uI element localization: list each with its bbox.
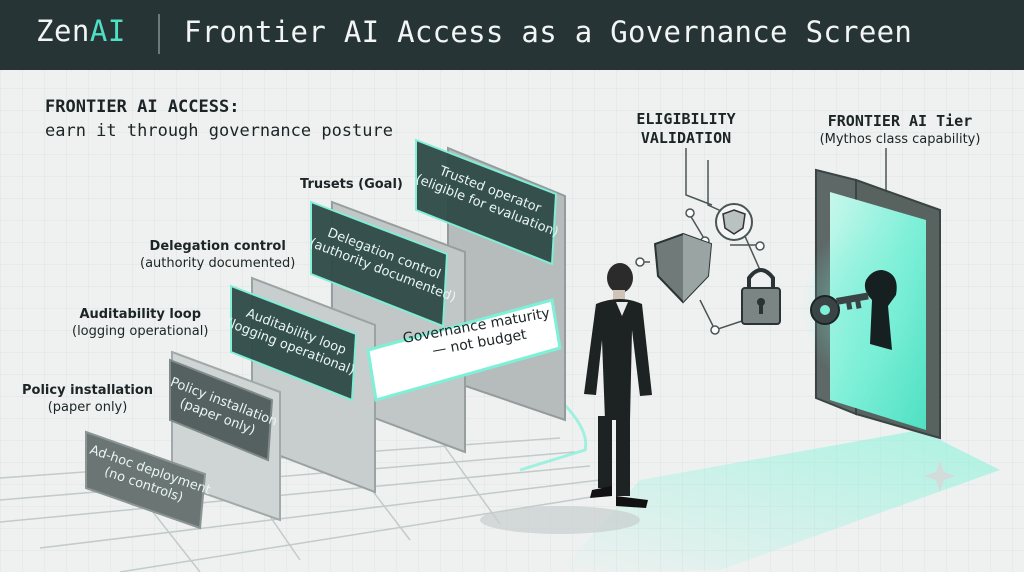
brand-logo: ZenAI: [36, 14, 126, 48]
floor-glow: [560, 430, 1000, 572]
governance-banner: [366, 298, 562, 402]
keyhole-icon: [864, 270, 897, 350]
stage-label-policy: Policy installation (paper only): [22, 383, 154, 415]
frontier-door: [802, 168, 941, 440]
lock-icon: [741, 268, 781, 325]
stage-label-trusets: Trusets (Goal): [300, 177, 403, 192]
frontier-tier-title: FRONTIER AI Tier: [827, 112, 973, 130]
eligibility-connector: [685, 148, 713, 206]
eligibility-validation-label: ELIGIBILITY VALIDATION: [636, 110, 736, 147]
shield-icon: [653, 232, 713, 304]
small-shield-icon: [715, 203, 753, 241]
sparkle-icon: [924, 460, 956, 492]
key-icon: [810, 292, 869, 325]
header-divider: [158, 14, 160, 54]
person-shadow: [480, 506, 640, 534]
stage-label-auditability: Auditability loop (logging operational): [72, 307, 209, 339]
panel-auditability-loop: [230, 284, 358, 402]
intro-heading: FRONTIER AI ACCESS:: [45, 97, 240, 117]
panel-adhoc-deployment: [85, 430, 207, 530]
panel-policy-installation: [169, 358, 274, 462]
person-figure: [584, 263, 652, 508]
stage-label-delegation: Delegation control (authority documented…: [140, 239, 296, 271]
intro-subheading: earn it through governance posture: [45, 121, 393, 141]
header-bar: ZenAI Frontier AI Access as a Governance…: [0, 0, 1024, 70]
panel-trusted-operator: [415, 138, 558, 266]
frontier-tier-subtitle: (Mythos class capability): [819, 132, 981, 147]
page-title: Frontier AI Access as a Governance Scree…: [184, 15, 913, 49]
panel-delegation-control: [310, 200, 449, 328]
